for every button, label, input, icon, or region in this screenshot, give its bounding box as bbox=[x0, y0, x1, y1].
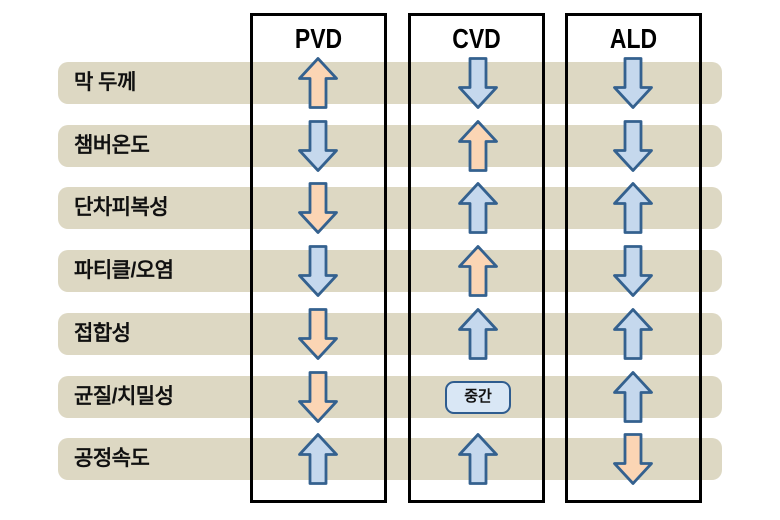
row-bar: 접합성 bbox=[58, 313, 722, 355]
row-bar: 공정속도 bbox=[58, 438, 722, 480]
arrow-down-icon bbox=[298, 308, 338, 360]
column-header-pvd: PVD bbox=[294, 23, 343, 54]
arrow-up-icon bbox=[613, 308, 653, 360]
row-label: 파티클/오염 bbox=[74, 259, 174, 282]
row-label: 접합성 bbox=[74, 322, 131, 345]
arrow-down-icon bbox=[298, 245, 338, 297]
row-bar: 막 두께 bbox=[58, 62, 722, 104]
arrow-up-icon bbox=[458, 245, 498, 297]
arrow-down-icon bbox=[298, 120, 338, 172]
row-label: 막 두께 bbox=[74, 71, 136, 94]
row-bar: 파티클/오염 bbox=[58, 250, 722, 292]
column-box-pvd: PVD bbox=[250, 13, 387, 503]
arrow-up-icon bbox=[458, 433, 498, 485]
arrow-down-icon bbox=[458, 57, 498, 109]
arrow-down-icon bbox=[298, 371, 338, 423]
row-bar: 챔버온도 bbox=[58, 125, 722, 167]
column-header-cvd: CVD bbox=[452, 23, 501, 54]
arrow-up-icon bbox=[613, 182, 653, 234]
arrow-up-icon bbox=[458, 182, 498, 234]
row-bar: 단차피복성 bbox=[58, 187, 722, 229]
row-label: 단차피복성 bbox=[74, 196, 169, 219]
column-header-ald: ALD bbox=[609, 23, 658, 54]
arrow-up-icon bbox=[458, 308, 498, 360]
arrow-up-icon bbox=[298, 433, 338, 485]
medium-badge: 중간 bbox=[445, 380, 511, 414]
arrow-down-icon bbox=[613, 57, 653, 109]
row-label: 공정속도 bbox=[74, 447, 150, 470]
row-bar: 균질/치밀성 bbox=[58, 376, 722, 418]
arrow-down-icon bbox=[613, 120, 653, 172]
column-box-cvd: CVD bbox=[408, 13, 545, 503]
arrow-down-icon bbox=[613, 433, 653, 485]
arrow-down-icon bbox=[613, 245, 653, 297]
arrow-down-icon bbox=[298, 182, 338, 234]
column-box-ald: ALD bbox=[565, 13, 702, 503]
arrow-up-icon bbox=[458, 120, 498, 172]
arrow-up-icon bbox=[298, 57, 338, 109]
arrow-up-icon bbox=[613, 371, 653, 423]
row-label: 균질/치밀성 bbox=[74, 385, 174, 408]
row-label: 챔버온도 bbox=[74, 134, 150, 157]
